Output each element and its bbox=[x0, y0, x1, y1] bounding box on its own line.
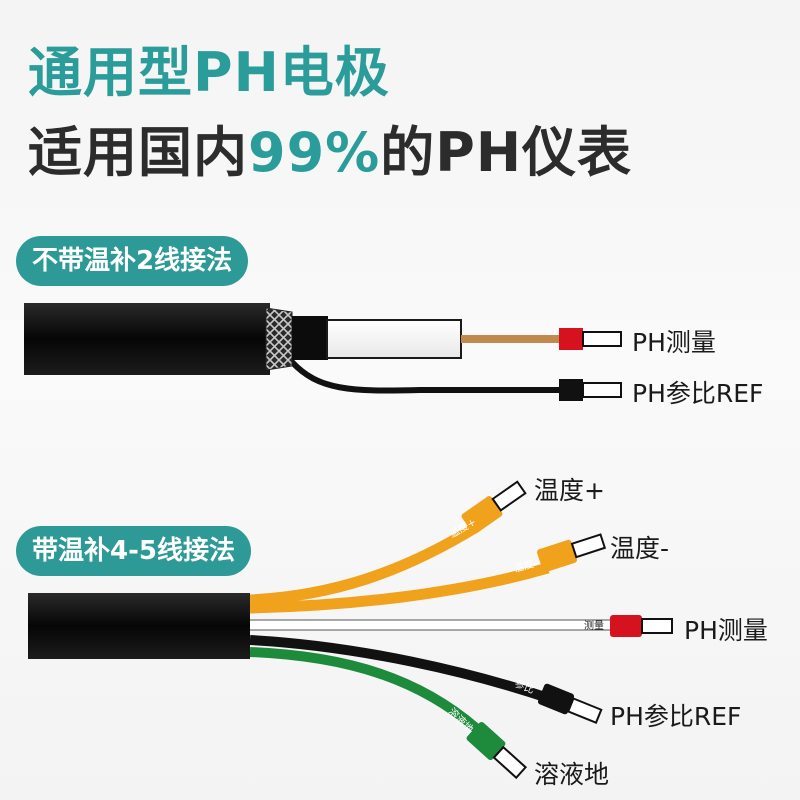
subtitle-highlight: 99% bbox=[248, 121, 381, 184]
ref-wire-2w bbox=[289, 359, 565, 394]
two-wire-diagram bbox=[24, 303, 622, 401]
braided-shield bbox=[265, 307, 293, 371]
section2-title-pill: 带温补4-5线接法 bbox=[16, 526, 251, 576]
ground-wire bbox=[249, 647, 480, 732]
headline-title: 通用型PH电极 bbox=[28, 41, 390, 104]
black-terminal-2w bbox=[559, 379, 583, 401]
temp-plus-terminal bbox=[461, 480, 527, 534]
headline-subtitle: 适用国内99%的PH仪表 bbox=[28, 108, 632, 187]
temp-minus-wire bbox=[249, 562, 550, 614]
ref-pin-2w bbox=[582, 382, 622, 398]
tag-measure: 测量 bbox=[584, 619, 604, 632]
temp-minus-terminal bbox=[536, 533, 607, 573]
red-terminal-2w bbox=[559, 328, 583, 350]
ground-terminal bbox=[466, 721, 528, 780]
label-temp-plus: 温度+ bbox=[534, 476, 605, 505]
outer-cable-2w bbox=[24, 303, 270, 375]
white-insulation bbox=[326, 319, 462, 359]
section1-title-pill: 不带温补2线接法 bbox=[16, 236, 249, 286]
label-ph-ref-2w: PH参比REF bbox=[632, 379, 764, 408]
label-temp-minus: 温度- bbox=[610, 534, 670, 563]
subtitle-suffix: 的PH仪表 bbox=[380, 121, 633, 184]
five-wire-diagram: 温度+ 温度- 测量 参比 溶液地 bbox=[28, 480, 673, 780]
label-solution-ground: 溶液地 bbox=[534, 760, 610, 789]
subtitle-prefix: 适用国内 bbox=[28, 121, 248, 184]
inner-insulation bbox=[292, 316, 328, 360]
label-ph-measure-2w: PH测量 bbox=[632, 328, 716, 357]
measure-wire-2w bbox=[461, 335, 560, 343]
temp-plus-wire bbox=[249, 521, 481, 606]
measure-pin-2w bbox=[582, 331, 622, 347]
ref-wire-5w bbox=[249, 635, 550, 703]
measure-pin-5w bbox=[641, 618, 673, 634]
red-terminal-5w bbox=[610, 615, 642, 637]
ref-terminal-5w bbox=[537, 683, 603, 725]
label-ph-ref-5w: PH参比REF bbox=[610, 702, 742, 731]
label-ph-measure-5w: PH测量 bbox=[684, 616, 768, 645]
outer-cable-5w bbox=[28, 593, 250, 659]
